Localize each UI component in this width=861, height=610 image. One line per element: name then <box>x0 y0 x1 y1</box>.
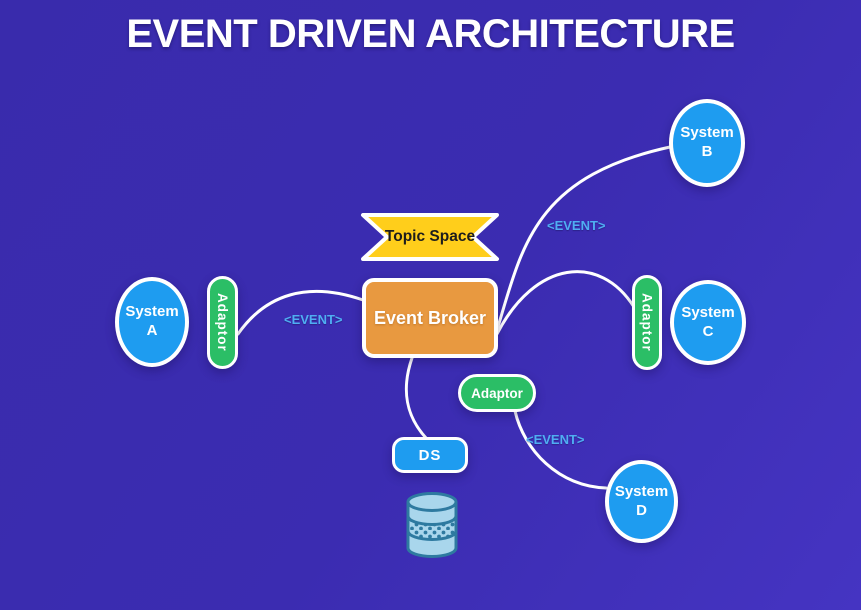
edge-adaptor-left-to-broker <box>236 289 365 336</box>
event-broker-node: Event Broker <box>362 278 498 358</box>
edge-adaptor-center-to-system-d <box>513 409 608 490</box>
adaptor-right-label: Adaptor <box>639 293 655 352</box>
event-label-left: <EVENT> <box>284 312 343 327</box>
edge-broker-to-ds <box>404 356 428 440</box>
system-b-name: System <box>680 124 734 142</box>
system-c-letter: C <box>702 322 714 340</box>
system-a-name: System <box>125 303 179 321</box>
system-c-node: System C <box>670 280 746 365</box>
event-broker-label: Event Broker <box>373 307 487 328</box>
system-d-node: System D <box>605 460 678 543</box>
system-c-name: System <box>681 303 735 321</box>
database-cylinder-icon <box>405 490 459 560</box>
system-b-node: System B <box>669 99 745 187</box>
adaptor-right-node: Adaptor <box>632 275 662 370</box>
system-d-name: System <box>614 482 669 500</box>
system-d-letter: D <box>636 501 647 519</box>
ds-node: DS <box>392 437 468 473</box>
system-b-letter: B <box>701 143 713 160</box>
page-title: EVENT DRIVEN ARCHITECTURE <box>126 12 735 56</box>
event-label-lower-right: <EVENT> <box>526 432 585 447</box>
event-label-upper-right: <EVENT> <box>547 218 606 233</box>
ds-label: DS <box>418 446 442 464</box>
system-a-node: System A <box>115 277 189 367</box>
adaptor-left-node: Adaptor <box>207 276 238 369</box>
adaptor-left-label: Adaptor <box>215 293 230 352</box>
topic-space-label: Topic Space <box>384 228 476 245</box>
edge-broker-to-system-b <box>495 145 672 332</box>
system-a-letter: A <box>146 322 158 339</box>
adaptor-center-label: Adaptor <box>471 385 523 401</box>
ribbon-banner-icon <box>361 213 499 261</box>
edge-broker-to-adaptor-right <box>495 270 636 336</box>
adaptor-center-node: Adaptor <box>458 374 536 412</box>
topic-space-banner: Topic Space <box>358 208 502 266</box>
